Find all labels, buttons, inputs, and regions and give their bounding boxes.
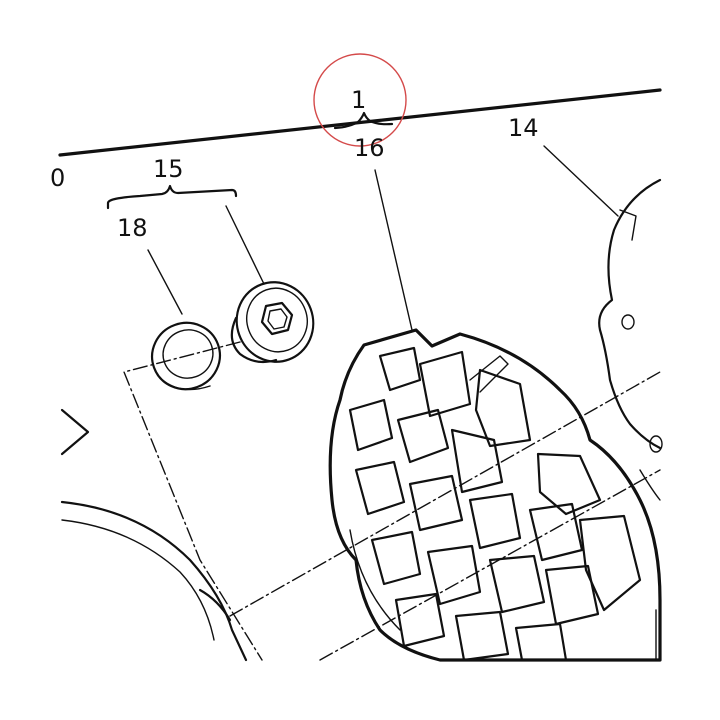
leader-16 <box>374 169 413 331</box>
housing-fragment <box>60 408 248 662</box>
leader-18 <box>147 249 183 315</box>
assembly-brace <box>333 111 394 130</box>
axis-line-upper <box>229 371 661 617</box>
bolt-assembly-brace <box>106 184 238 210</box>
washer-part <box>151 321 221 391</box>
callout-14: 14 <box>508 114 539 142</box>
axis-line-washer <box>123 341 263 661</box>
impeller-part <box>328 328 662 662</box>
leader-15 <box>225 205 265 285</box>
callout-1: 1 <box>351 86 366 114</box>
assembly-line <box>58 88 662 157</box>
bolt-part <box>230 281 315 364</box>
callout-clipped-left: 0 <box>50 164 65 192</box>
callout-15: 15 <box>153 155 184 183</box>
axis-line-lower <box>319 469 661 661</box>
callout-18: 18 <box>117 214 148 242</box>
highlight-circle <box>313 53 407 147</box>
leader-14 <box>543 145 619 217</box>
callout-16: 16 <box>354 134 385 162</box>
cover-plate-part <box>598 178 663 501</box>
